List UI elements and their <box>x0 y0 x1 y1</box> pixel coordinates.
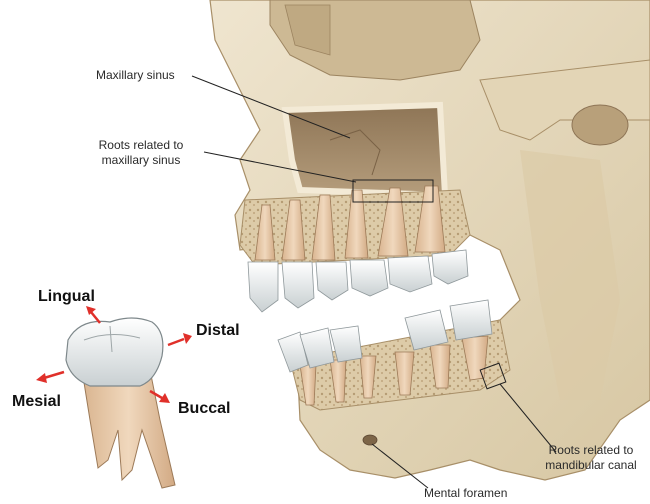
upper-roots <box>254 185 446 261</box>
lower-roots <box>299 335 489 406</box>
lingual-arrow <box>86 306 101 324</box>
label-roots-maxillary-line2: maxillary sinus <box>101 153 181 167</box>
leader-roots-mandibular <box>499 383 557 453</box>
label-lingual: Lingual <box>38 288 95 305</box>
lower-teeth <box>277 299 493 373</box>
isolated-molar <box>65 317 176 489</box>
label-roots-maxillary-sinus: Roots related to maxillary sinus <box>74 138 208 168</box>
buccal-arrow <box>149 389 170 403</box>
label-roots-maxillary-line1: Roots related to <box>98 138 184 152</box>
mental-foramen-opening <box>362 434 378 446</box>
label-mesial: Mesial <box>12 393 61 410</box>
leader-roots-maxillary <box>203 151 357 183</box>
mesial-arrow <box>36 370 65 383</box>
label-buccal: Buccal <box>178 400 231 417</box>
label-mental-foramen: Mental foramen <box>424 486 508 500</box>
label-maxillary-sinus: Maxillary sinus <box>96 68 175 82</box>
leader-maxillary-sinus <box>191 75 351 139</box>
leader-mental-foramen <box>371 443 429 489</box>
skull <box>209 0 650 481</box>
label-roots-mandibular-canal: Roots related to mandibular canal <box>534 443 648 473</box>
distal-arrow <box>167 333 192 347</box>
direction-arrows <box>36 306 192 403</box>
maxillary-roots-callout-box <box>352 179 434 203</box>
upper-teeth <box>247 249 469 313</box>
ear-canal <box>571 104 629 146</box>
molar-crown <box>65 317 164 387</box>
molar-roots <box>81 369 176 489</box>
label-roots-mandibular-line1: Roots related to <box>548 443 634 457</box>
label-distal: Distal <box>196 322 240 339</box>
label-roots-mandibular-line2: mandibular canal <box>545 458 637 472</box>
mandibular-roots-callout-box <box>479 362 507 390</box>
maxillary-sinus-cavity <box>281 101 449 199</box>
leader-lines <box>191 75 557 489</box>
